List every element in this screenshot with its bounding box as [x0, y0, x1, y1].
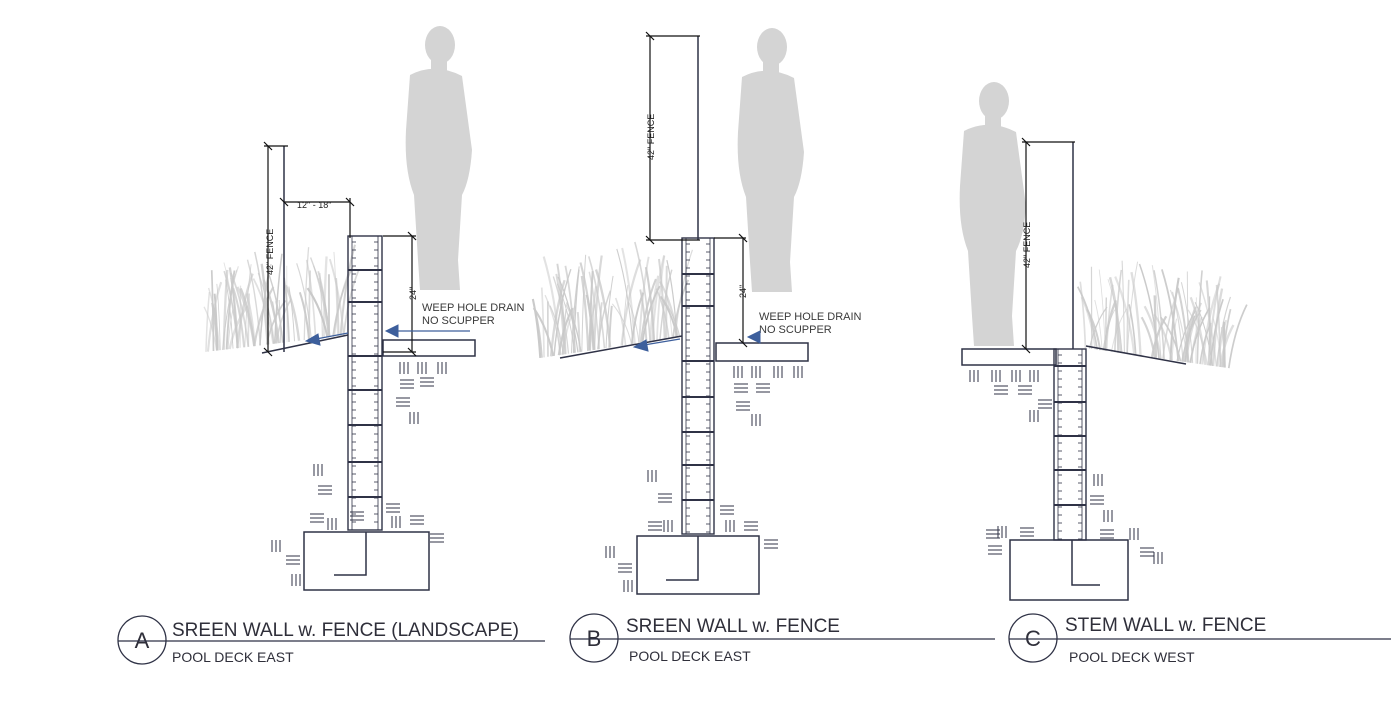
detail-title-b: SREEN WALL w. FENCE: [626, 616, 840, 637]
fence-dimension-label: 42" FENCE: [1022, 222, 1032, 268]
dimension-height: [383, 231, 417, 357]
detail-bubble-c: [1008, 613, 1058, 663]
ground-line: [559, 335, 683, 359]
dimension-height: [714, 233, 748, 348]
footing: [1009, 539, 1129, 601]
detail-bubble-a: [117, 615, 167, 665]
detail-subtitle-a: POOL DECK EAST: [172, 649, 294, 665]
detail-bubble-b: [569, 613, 619, 663]
drain-arrow-icon: [632, 330, 761, 352]
fence-dimension-label: 42" FENCE: [646, 114, 656, 160]
height-dimension-label: 24": [738, 285, 748, 298]
ground-line: [261, 334, 349, 354]
soil-hatch: [271, 362, 447, 586]
drain-note-line2: NO SCUPPER: [759, 324, 832, 336]
detail-title-c: STEM WALL w. FENCE: [1065, 615, 1266, 636]
drain-note-line1: WEEP HOLE DRAIN: [759, 311, 862, 323]
dimension-fence: [1021, 137, 1075, 354]
block-wall: [1053, 348, 1087, 541]
detail-c: 42" FENCE C STEM WALL w. FENCE POOL DECK…: [959, 82, 1391, 665]
grass-icon: [1076, 260, 1248, 369]
detail-title-a: SREEN WALL w. FENCE (LANDSCAPE): [172, 620, 519, 641]
detail-b: 42" FENCE 24" WEEP HOLE DRAIN NO SCUPPER…: [531, 28, 995, 664]
drain-arrow-icon: [304, 324, 470, 346]
grass-icon: [531, 241, 694, 359]
soil-hatch: [969, 370, 1163, 564]
drain-note-line1: WEEP HOLE DRAIN: [422, 302, 525, 314]
soil-hatch: [605, 366, 803, 592]
person-silhouette-icon: [959, 82, 1026, 346]
detail-subtitle-b: POOL DECK EAST: [629, 648, 751, 664]
dimension-fence: [263, 141, 288, 357]
deck-slab: [961, 348, 1057, 366]
dimension-offset: [279, 197, 355, 238]
offset-dimension-label: 12" - 18": [297, 200, 331, 210]
fence-dimension-label: 42" FENCE: [265, 229, 275, 275]
drain-note-line2: NO SCUPPER: [422, 315, 495, 327]
block-wall: [347, 235, 383, 531]
deck-slab: [715, 342, 809, 362]
ground-line: [1085, 345, 1187, 365]
deck-slab: [382, 339, 476, 357]
detail-a: 42" FENCE 12" - 18" 24" WEEP HOLE DRAIN …: [117, 26, 545, 665]
person-silhouette-icon: [737, 28, 804, 292]
detail-subtitle-c: POOL DECK WEST: [1069, 649, 1195, 665]
grass-icon: [203, 244, 360, 352]
person-silhouette-icon: [405, 26, 472, 290]
height-dimension-label: 24": [408, 287, 418, 300]
dimension-fence: [645, 31, 700, 245]
